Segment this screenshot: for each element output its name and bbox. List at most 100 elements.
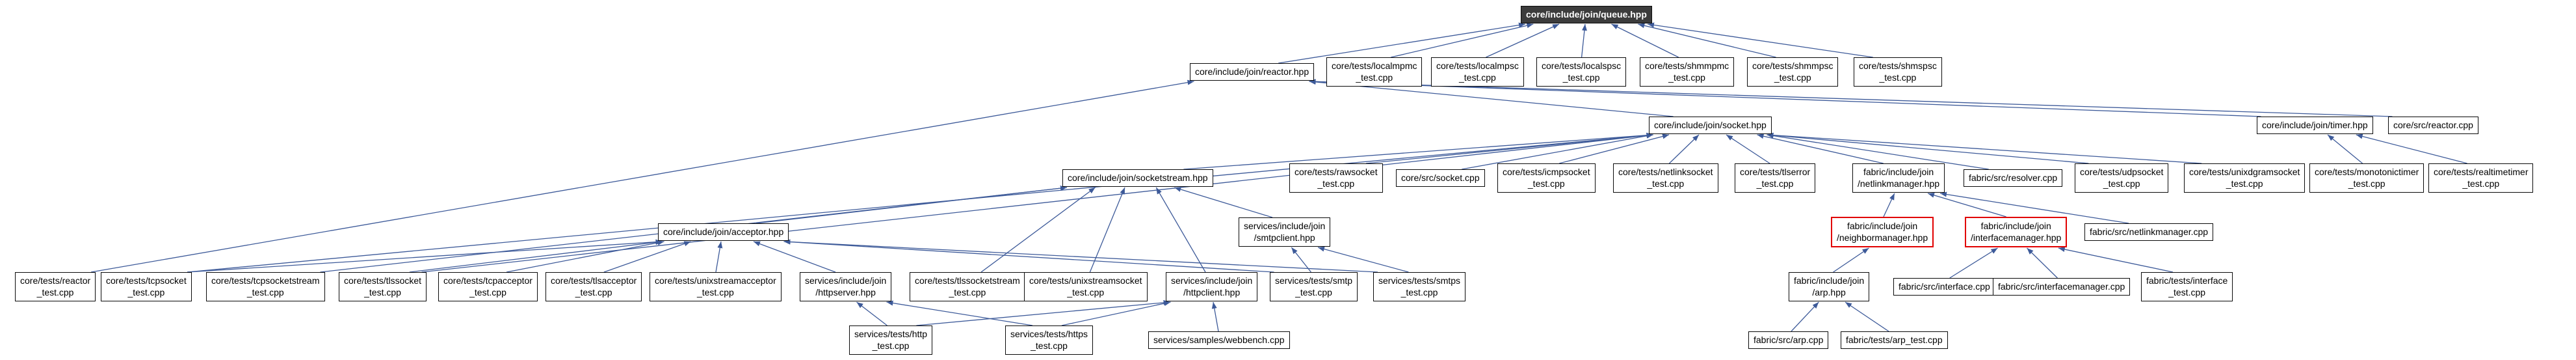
edge-interfacemanager-interface_test [2058, 247, 2174, 273]
edge-timer-realtimetimer_test [2356, 133, 2467, 164]
graph-node-webbench[interactable]: services/samples/webbench.cpp [1148, 331, 1290, 350]
edge-acceptor-tcpacceptor_test [506, 240, 664, 273]
edge-socket-icmpsocket_test [1559, 133, 1670, 164]
graph-node-localspsc[interactable]: core/tests/localspsc _test.cpp [1536, 57, 1627, 87]
graph-node-queue: core/include/join/queue.hpp [1521, 6, 1652, 24]
edge-reactor-timer [1309, 79, 2261, 117]
graph-node-tcpsocketstream_test[interactable]: core/tests/tcpsocketstream _test.cpp [206, 272, 325, 302]
graph-node-socket_cpp[interactable]: core/src/socket.cpp [1396, 169, 1485, 187]
graph-node-httpclient[interactable]: services/include/join /httpclient.hpp [1166, 272, 1258, 302]
graph-node-netlinkmanager_cpp[interactable]: fabric/src/netlinkmanager.cpp [2084, 223, 2214, 242]
edge-smtpclient-smtps_test [1317, 246, 1409, 273]
edge-httpclient-http_test [916, 299, 1170, 326]
edge-reactor-reactor_cpp [1309, 79, 2393, 117]
edge-acceptor-smtp_test [783, 239, 1274, 273]
edge-queue-shmspsc [1647, 22, 1873, 58]
edge-arp_hpp-arp_cpp [1791, 301, 1819, 332]
edge-netlinkmanager_hpp-netlinkmanager_cpp [1939, 191, 2129, 224]
graph-node-acceptor[interactable]: core/include/join/acceptor.hpp [658, 223, 789, 242]
edge-queue-localmpsc [1486, 23, 1560, 58]
edge-socket-udpsocket_test [1767, 132, 2089, 164]
graph-node-interface_test[interactable]: fabric/tests/interface _test.cpp [2141, 272, 2233, 302]
graph-node-unixstreamacceptor_test[interactable]: core/tests/unixstreamacceptor _test.cpp [650, 272, 782, 302]
edge-socket-tlssocket_test [421, 133, 1653, 273]
graph-node-reactor_cpp[interactable]: core/src/reactor.cpp [2388, 117, 2478, 135]
edge-acceptor-unixstreamacceptor_test [715, 241, 723, 273]
edge-reactor-reactor_test [90, 79, 1194, 273]
graph-node-tlserror_test[interactable]: core/tests/tlserror _test.cpp [1735, 163, 1816, 193]
graph-node-arp_cpp[interactable]: fabric/src/arp.cpp [1748, 331, 1829, 350]
graph-node-localmpsc[interactable]: core/tests/localmpsc _test.cpp [1431, 57, 1524, 87]
graph-node-tcpacceptor_test[interactable]: core/tests/tcpacceptor _test.cpp [438, 272, 538, 302]
edge-socket-netlinksocket_test [1668, 134, 1700, 164]
graph-node-httpserver[interactable]: services/include/join /httpserver.hpp [800, 272, 892, 302]
graph-node-tcpsocket_test[interactable]: core/tests/tcpsocket _test.cpp [101, 272, 192, 302]
edge-netlinkmanager_hpp-neighbormanager [1883, 193, 1895, 217]
edge-queue-localspsc [1581, 23, 1587, 58]
graph-node-icmpsocket_test[interactable]: core/tests/icmpsocket _test.cpp [1497, 163, 1596, 193]
graph-node-reactor[interactable]: core/include/join/reactor.hpp [1190, 63, 1315, 81]
edge-queue-shmmpmc [1611, 23, 1679, 58]
graph-node-monotonictimer_test[interactable]: core/tests/monotonictimer _test.cpp [2309, 163, 2425, 193]
edge-acceptor-smtps_test [783, 239, 1378, 273]
edge-httpclient-webbench [1211, 301, 1219, 332]
graph-node-realtimetimer_test[interactable]: core/tests/realtimetimer _test.cpp [2428, 163, 2534, 193]
edge-interfacemanager-interfacemanager_cpp [2027, 247, 2058, 279]
graph-node-tlssocketstream_test[interactable]: core/tests/tlssocketstream _test.cpp [910, 272, 1025, 302]
graph-node-unixdgramsocket_test[interactable]: core/tests/unixdgramsocket _test.cpp [2184, 163, 2306, 193]
edge-queue-shmmpsc [1638, 23, 1776, 58]
edge-socketstream-tlssocketstream_test [980, 187, 1096, 273]
edge-acceptor-tlsacceptor_test [603, 241, 691, 273]
graph-node-unixstreamsocket_test[interactable]: core/tests/unixstreamsocket _test.cpp [1024, 272, 1148, 302]
graph-node-localmpmc[interactable]: core/tests/localmpmc _test.cpp [1326, 57, 1423, 87]
graph-node-arp_test[interactable]: fabric/tests/arp_test.cpp [1841, 331, 1948, 350]
graph-node-udpsocket_test[interactable]: core/tests/udpsocket _test.cpp [2075, 163, 2169, 193]
graph-node-netlinkmanager_hpp[interactable]: fabric/include/join /netlinkmanager.hpp [1852, 163, 1945, 193]
edge-timer-monotonictimer_test [2327, 134, 2363, 164]
graph-node-interfacemanager_cpp[interactable]: fabric/src/interfacemanager.cpp [1993, 278, 2131, 296]
edge-socket-tlserror_test [1726, 134, 1770, 164]
edge-reactor-socket [1309, 79, 1674, 117]
graph-node-https_test[interactable]: services/tests/https _test.cpp [1005, 325, 1094, 355]
edge-queue-reactor [1278, 22, 1526, 64]
edge-socketstream-httpclient [1155, 187, 1206, 273]
edge-socket-socket_cpp [1462, 133, 1653, 170]
graph-node-shmmpsc[interactable]: core/tests/shmmpsc _test.cpp [1747, 57, 1839, 87]
graph-node-netlinksocket_test[interactable]: core/tests/netlinksocket _test.cpp [1613, 163, 1718, 193]
edge-arp_hpp-arp_test [1845, 301, 1889, 332]
graph-node-tlssocket_test[interactable]: core/tests/tlssocket _test.cpp [339, 272, 427, 302]
graph-node-shmmpmc[interactable]: core/tests/shmmpmc _test.cpp [1640, 57, 1735, 87]
graph-node-tlsacceptor_test[interactable]: core/tests/tlsacceptor _test.cpp [545, 272, 642, 302]
edge-socket-tcpsocket_test [187, 132, 1653, 273]
edge-socket-netlinkmanager_hpp [1757, 133, 1884, 164]
edge-interfacemanager-interface_cpp [1949, 247, 1998, 279]
edge-queue-localmpmc [1391, 23, 1534, 58]
graph-node-timer[interactable]: core/include/join/timer.hpp [2257, 117, 2373, 135]
graph-node-socketstream[interactable]: core/include/join/socketstream.hpp [1062, 169, 1213, 187]
edge-lines-group [90, 22, 2467, 332]
edge-acceptor-tlssocket_test [409, 240, 663, 273]
graph-node-smtps_test[interactable]: services/tests/smtps _test.cpp [1373, 272, 1466, 302]
graph-node-interface_cpp[interactable]: fabric/src/interface.cpp [1893, 278, 1995, 296]
graph-node-smtp_test[interactable]: services/tests/smtp _test.cpp [1270, 272, 1358, 302]
graph-node-arp_hpp[interactable]: fabric/include/join /arp.hpp [1789, 272, 1870, 302]
edge-httpserver-https_test [886, 300, 1033, 326]
edge-smtpclient-smtp_test [1291, 247, 1311, 273]
edge-acceptor-tcpsocket_test [187, 239, 663, 273]
edge-socketstream-smtpclient [1174, 187, 1273, 218]
graph-node-neighbormanager[interactable]: fabric/include/join /neighbormanager.hpp [1831, 217, 1934, 248]
edge-acceptor-httpserver [753, 241, 836, 273]
edge-netlinkmanager_hpp-interfacemanager [1927, 193, 2006, 217]
edge-httpserver-http_test [856, 301, 887, 326]
graph-node-shmspsc[interactable]: core/tests/shmspsc _test.cpp [1854, 57, 1942, 87]
graph-node-smtpclient[interactable]: services/include/join /smtpclient.hpp [1239, 217, 1331, 247]
graph-node-interfacemanager[interactable]: fabric/include/join /interfacemanager.hp… [1965, 217, 2068, 248]
graph-node-resolver_cpp[interactable]: fabric/src/resolver.cpp [1964, 169, 2063, 187]
graph-node-socket[interactable]: core/include/join/socket.hpp [1649, 117, 1772, 135]
graph-node-rawsocket_test[interactable]: core/tests/rawsocket _test.cpp [1289, 163, 1383, 193]
graph-node-http_test[interactable]: services/tests/http _test.cpp [849, 325, 933, 355]
graph-node-reactor_test[interactable]: core/tests/reactor _test.cpp [15, 272, 96, 302]
